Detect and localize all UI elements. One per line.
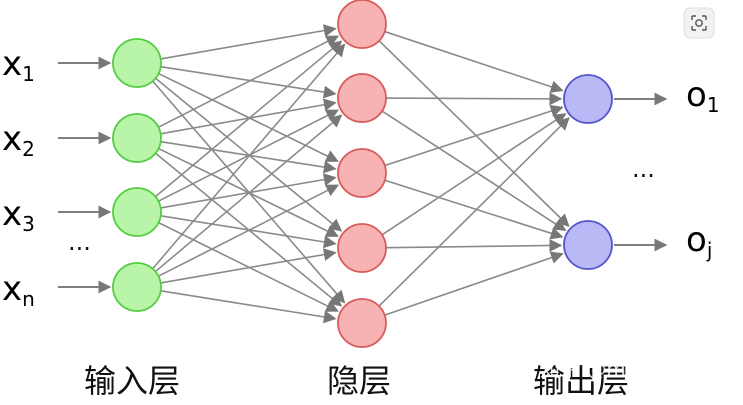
input-label-1: x1 — [2, 44, 35, 86]
edge-hidden-5-output-2 — [384, 251, 564, 316]
image-search-icon[interactable] — [683, 7, 715, 39]
edge-input-3-hidden-2 — [158, 109, 340, 202]
input-ellipsis: ... — [68, 228, 91, 256]
input-label-3: x3 — [2, 194, 35, 236]
input-label-2: x2 — [2, 119, 35, 161]
input-node-4 — [112, 262, 162, 312]
edge-input-1-hidden-1 — [160, 24, 337, 60]
input-node-1 — [112, 38, 162, 88]
input-node-2 — [112, 113, 162, 163]
edge-input-3-hidden-4 — [160, 215, 337, 249]
io-arrows — [58, 56, 668, 294]
output-node-1 — [563, 74, 613, 124]
input-label-n: xn — [2, 269, 35, 311]
watermark: 知乎 @master苏 — [540, 357, 697, 381]
hidden-node-3 — [337, 148, 387, 198]
output-label-1: o1 — [686, 75, 720, 117]
hidden-node-4 — [337, 223, 387, 273]
edge-input-1-hidden-3 — [158, 72, 339, 162]
edge-input-3-hidden-1 — [154, 40, 343, 198]
edge-hidden-4-output-2 — [385, 239, 563, 252]
edge-hidden-2-output-1 — [385, 92, 563, 106]
network-nodes — [112, 0, 613, 348]
edge-input-4-hidden-2 — [154, 114, 343, 273]
hidden-node-2 — [337, 73, 387, 123]
hidden-node-5 — [337, 298, 387, 348]
output-ellipsis: ... — [632, 155, 655, 183]
edge-hidden-4-output-1 — [381, 113, 567, 236]
edge-input-4-hidden-5 — [160, 290, 337, 324]
input-node-3 — [112, 187, 162, 237]
output-label-j: oj — [686, 220, 712, 262]
edge-hidden-1-output-1 — [384, 30, 564, 93]
edge-hidden-5-output-1 — [378, 117, 570, 307]
edge-input-2-hidden-1 — [158, 35, 340, 128]
edge-input-4-hidden-1 — [151, 43, 346, 270]
input-layer-label: 输入层 — [84, 362, 180, 400]
edge-input-4-hidden-4 — [160, 248, 337, 284]
connection-edges — [151, 24, 570, 324]
edge-input-3-hidden-5 — [158, 221, 339, 312]
output-layer-label: 输出层 — [533, 362, 629, 400]
edge-hidden-3-output-2 — [384, 179, 564, 240]
edge-hidden-3-output-1 — [384, 104, 564, 167]
hidden-node-1 — [337, 0, 387, 49]
hidden-layer-label: 隐层 — [327, 362, 391, 400]
edge-input-1-hidden-2 — [160, 65, 337, 99]
edge-hidden-2-output-2 — [381, 110, 567, 231]
edge-hidden-1-output-2 — [378, 40, 570, 228]
output-node-2 — [563, 220, 613, 270]
edge-input-4-hidden-3 — [158, 184, 340, 277]
